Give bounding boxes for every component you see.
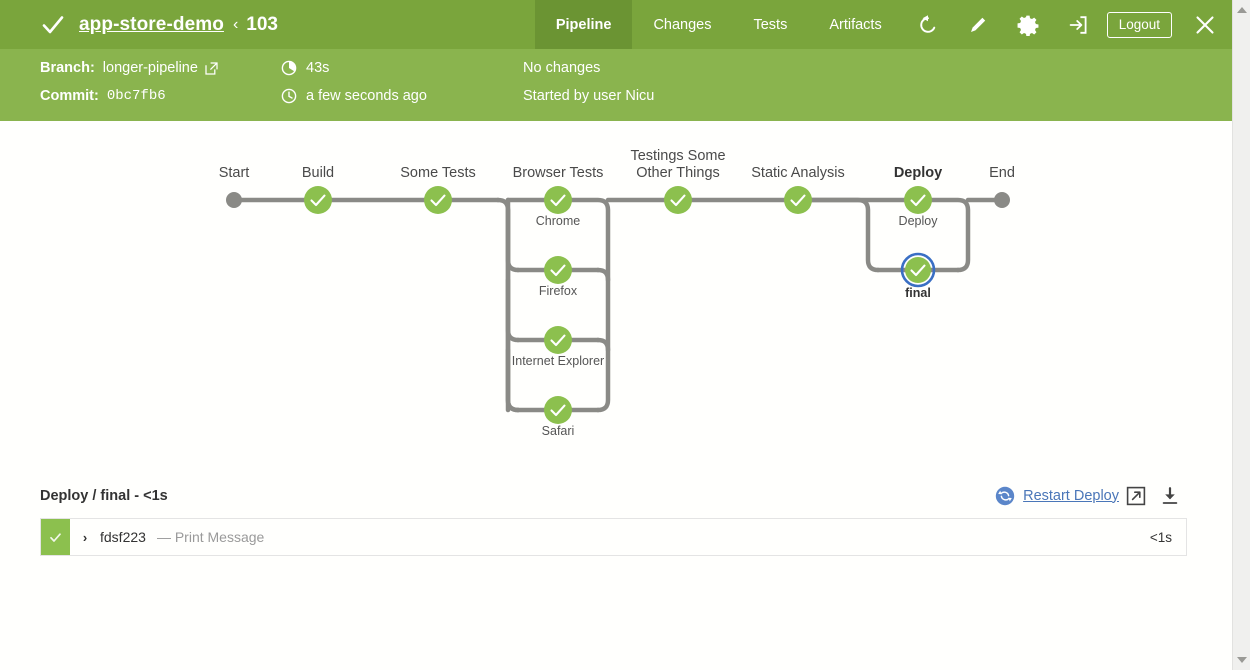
node-final[interactable] xyxy=(900,252,936,293)
steps-title: Deploy / final - <1s xyxy=(40,487,168,504)
meta-started-by: Started by user Nicu xyxy=(523,88,654,104)
open-external-icon[interactable] xyxy=(1119,486,1153,506)
node-build[interactable] xyxy=(304,186,332,219)
node-start[interactable] xyxy=(226,192,242,213)
meta-started-by-value: Started by user Nicu xyxy=(523,88,655,104)
restart-circular-arrow-icon xyxy=(995,486,1015,506)
steps-header: Deploy / final - <1s Restart Deploy xyxy=(0,473,1232,518)
pipeline-edges xyxy=(231,197,1005,413)
restart-deploy-button[interactable]: Restart Deploy xyxy=(995,486,1119,506)
stage-label-build: Build xyxy=(301,165,335,181)
step-status-check-icon xyxy=(41,519,70,555)
node-internet-explorer[interactable] xyxy=(544,326,572,359)
restart-deploy-label: Restart Deploy xyxy=(1023,487,1119,504)
triangle-up-icon[interactable] xyxy=(1233,2,1250,18)
stage-label-static-analysis: Static Analysis xyxy=(751,165,845,181)
step-expand-chevron-icon[interactable]: › xyxy=(82,529,88,545)
meta-duration-value: 43s xyxy=(306,60,330,76)
stage-label-deploy: Deploy xyxy=(893,165,943,181)
node-sublabel-internet-explorer: Internet Explorer xyxy=(511,354,605,368)
node-firefox[interactable] xyxy=(544,256,572,289)
clock-icon xyxy=(281,88,297,104)
logout-button[interactable]: Logout xyxy=(1106,11,1172,38)
top-header-bar: app-store-demo ‹ 103 Pipeline Changes Te… xyxy=(0,0,1232,49)
tab-artifacts[interactable]: Artifacts xyxy=(829,16,882,33)
meta-time-ago: a few seconds ago xyxy=(281,88,427,104)
step-description: — Print Message xyxy=(157,529,264,545)
steps-section: Deploy / final - <1s Restart Deploy xyxy=(0,473,1232,556)
meta-commit-label: Commit: xyxy=(40,88,99,104)
node-safari[interactable] xyxy=(544,396,572,429)
stage-label-end: End xyxy=(989,165,1015,181)
meta-changes-value: No changes xyxy=(523,60,601,76)
meta-branch-label: Branch: xyxy=(40,60,95,76)
node-static-analysis[interactable] xyxy=(784,186,812,219)
repo-name-link[interactable]: app-store-demo xyxy=(79,13,224,35)
step-dash: — xyxy=(156,529,171,545)
breadcrumb-caret-icon: ‹ xyxy=(232,15,239,33)
meta-duration: 43s xyxy=(281,60,329,76)
check-icon xyxy=(40,12,66,38)
header-identity: app-store-demo ‹ 103 xyxy=(0,0,535,49)
node-deploy[interactable] xyxy=(904,186,932,219)
meta-commit: Commit: 0bc7fb6 xyxy=(40,88,166,104)
meta-changes: No changes xyxy=(523,60,600,76)
steps-actions: Restart Deploy xyxy=(995,486,1187,506)
header-nav: Pipeline Changes Tests Artifacts xyxy=(534,0,1232,49)
node-end[interactable] xyxy=(994,192,1010,213)
triangle-down-icon[interactable] xyxy=(1233,652,1250,668)
close-icon[interactable] xyxy=(1178,0,1232,49)
gear-icon[interactable] xyxy=(1003,0,1053,49)
meta-commit-value: 0bc7fb6 xyxy=(106,88,166,104)
step-name: fdsf223 xyxy=(100,529,146,545)
step-description-text: Print Message xyxy=(174,529,265,545)
build-meta-bar: Branch: longer-pipeline Commit: 0bc7fb6 xyxy=(0,49,1232,121)
pipeline-graph: Start Build Some Tests Browser Tests Tes… xyxy=(0,121,1232,473)
node-sublabel-chrome: Chrome xyxy=(535,214,581,228)
stage-label-browser-tests: Browser Tests xyxy=(512,165,604,181)
tab-pipeline[interactable]: Pipeline xyxy=(534,0,633,49)
tab-changes[interactable]: Changes xyxy=(653,16,712,33)
replay-icon[interactable] xyxy=(903,0,953,49)
login-arrow-icon[interactable] xyxy=(1053,0,1103,49)
edit-pencil-icon[interactable] xyxy=(953,0,1003,49)
external-link-icon[interactable] xyxy=(205,61,218,75)
tab-tests[interactable]: Tests xyxy=(753,16,788,33)
meta-time-value: a few seconds ago xyxy=(306,88,427,104)
node-sublabel-final: final xyxy=(905,286,931,300)
node-sublabel-firefox: Firefox xyxy=(538,284,578,298)
table-row[interactable]: › fdsf223 — Print Message <1s xyxy=(40,518,1187,556)
meta-branch: Branch: longer-pipeline xyxy=(40,60,218,76)
node-sublabel-deploy: Deploy xyxy=(898,214,938,228)
node-some-tests[interactable] xyxy=(424,186,452,219)
pie-timer-icon xyxy=(281,60,297,76)
node-sublabel-safari: Safari xyxy=(541,424,575,438)
node-chrome[interactable] xyxy=(544,186,572,219)
node-testings-some-other-things[interactable] xyxy=(664,186,692,219)
stage-label-testings-some-other-things: Testings Some Other Things xyxy=(630,148,726,181)
step-duration: <1s xyxy=(1149,529,1172,545)
stage-label-some-tests: Some Tests xyxy=(400,165,476,181)
download-icon[interactable] xyxy=(1153,486,1187,506)
build-number: 103 xyxy=(246,13,278,35)
vertical-scrollbar[interactable] xyxy=(1232,0,1250,670)
stage-label-start: Start xyxy=(218,165,250,181)
meta-branch-value: longer-pipeline xyxy=(102,60,198,76)
